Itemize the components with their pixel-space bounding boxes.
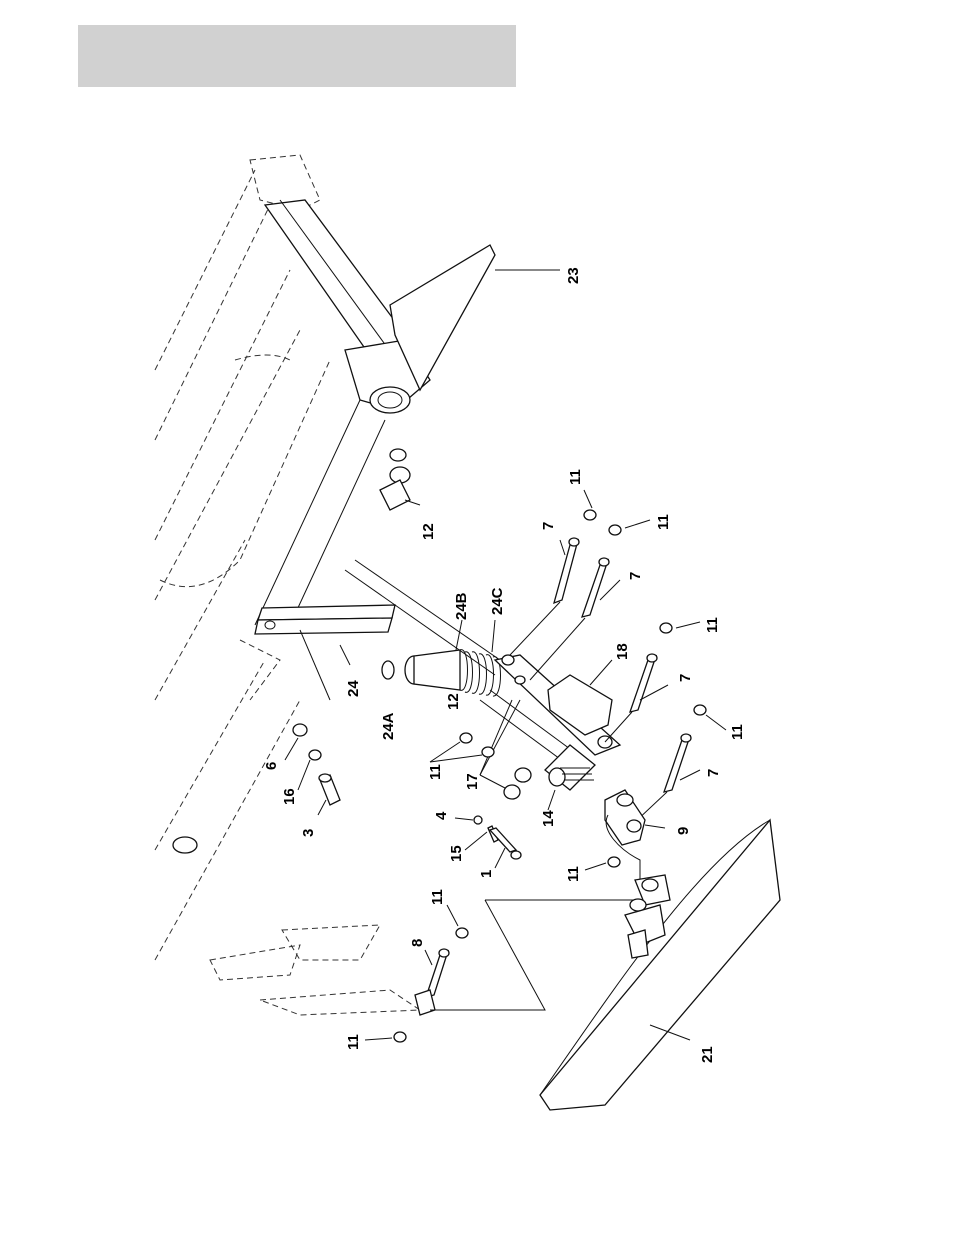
callout-14: 14 bbox=[540, 810, 557, 827]
part-12-fitting bbox=[380, 449, 420, 510]
callout-4: 4 bbox=[433, 811, 450, 820]
callout-24a: 24A bbox=[380, 712, 397, 740]
callout-18: 18 bbox=[614, 643, 631, 660]
chassis-outline bbox=[155, 155, 420, 1015]
part-18-bracket bbox=[480, 655, 620, 770]
callout-11-h: 11 bbox=[345, 1034, 362, 1050]
callout-16: 16 bbox=[281, 788, 298, 805]
part-23-plate bbox=[390, 245, 560, 390]
callout-7-d: 7 bbox=[705, 769, 722, 777]
part-21-blade bbox=[540, 820, 780, 1110]
callout-6: 6 bbox=[263, 762, 280, 770]
callout-11-e: 11 bbox=[729, 724, 746, 740]
part-24a-washer bbox=[382, 661, 394, 679]
callout-12-upper: 12 bbox=[420, 523, 437, 540]
callout-15: 15 bbox=[448, 845, 465, 862]
callout-8: 8 bbox=[409, 939, 426, 947]
part-8-pin bbox=[415, 949, 449, 1015]
callout-24c: 24C bbox=[489, 587, 506, 615]
frame-tube bbox=[173, 200, 430, 853]
callout-12-lower: 12 bbox=[445, 693, 462, 710]
callout-11-a: 11 bbox=[567, 469, 584, 485]
callout-7-b: 7 bbox=[627, 572, 644, 580]
part-14-fitting bbox=[545, 745, 595, 810]
callout-7-a: 7 bbox=[540, 522, 557, 530]
callout-17: 17 bbox=[464, 773, 481, 790]
callout-11-b: 11 bbox=[655, 514, 672, 530]
callout-7-c: 7 bbox=[677, 674, 694, 682]
callout-9: 9 bbox=[675, 827, 692, 835]
callout-21: 21 bbox=[699, 1046, 716, 1063]
callout-11-g: 11 bbox=[429, 889, 446, 905]
callout-11-d: 11 bbox=[427, 764, 444, 780]
part-24-bar bbox=[255, 605, 395, 700]
callout-11-c: 11 bbox=[704, 617, 721, 633]
callout-24: 24 bbox=[345, 680, 362, 697]
spring-assembly bbox=[405, 620, 501, 696]
callout-11-f: 11 bbox=[565, 866, 582, 882]
callout-23: 23 bbox=[565, 267, 582, 284]
callout-3: 3 bbox=[300, 829, 317, 837]
hardware-parts bbox=[285, 724, 521, 868]
callout-1: 1 bbox=[478, 870, 495, 878]
callout-24b: 24B bbox=[453, 592, 470, 620]
